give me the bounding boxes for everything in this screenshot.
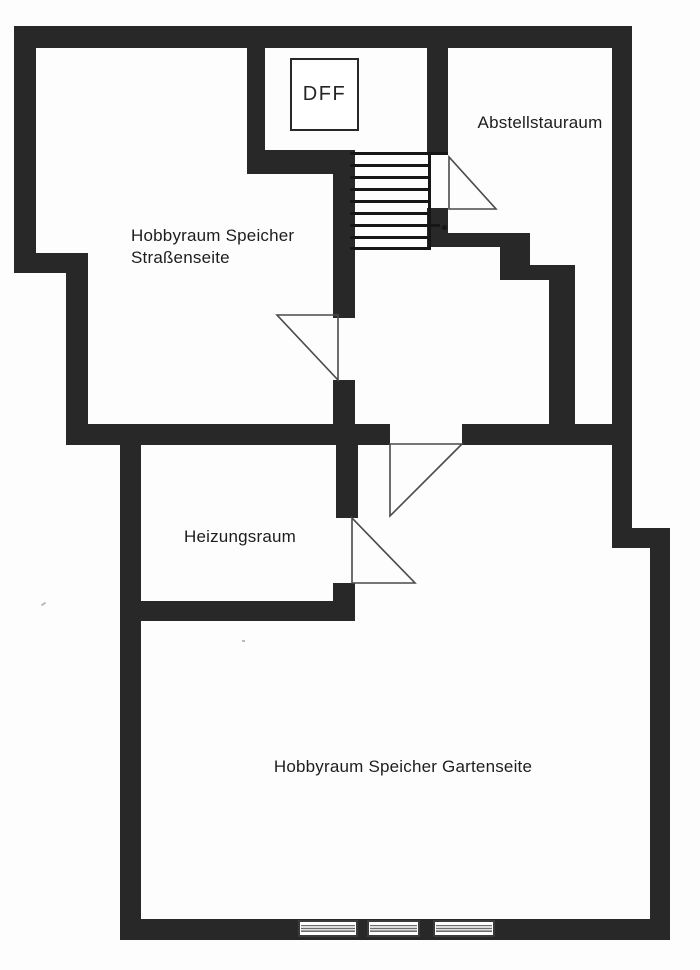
wall-left-lower	[120, 425, 141, 940]
stair-tread	[350, 247, 430, 250]
scan-speck	[242, 640, 245, 642]
wall-divider-right	[462, 424, 615, 445]
door-swing-hobbyraum-strasse-icon	[275, 314, 339, 383]
window	[367, 920, 420, 937]
wall-top	[14, 26, 632, 48]
window	[298, 920, 358, 937]
window-glazing-icon	[370, 925, 417, 932]
wall-step-vertical	[549, 265, 575, 425]
room-label-hobbyraum-garten: Hobbyraum Speicher Gartenseite	[273, 757, 533, 776]
wall-left-upper	[14, 26, 36, 273]
room-label-hobbyraum-strasse: Hobbyraum Speicher Straßenseite	[131, 225, 294, 269]
stair-tread	[350, 176, 430, 179]
wall-central-upper	[333, 150, 355, 318]
room-label-abstellraum: Abstellstauraum	[477, 113, 603, 132]
wall-right-upper	[612, 26, 632, 548]
stair-tread	[350, 236, 430, 239]
door-swing-heizungsraum-icon	[351, 516, 417, 584]
wall-dff-alcove-left	[247, 48, 265, 173]
stair-tread	[350, 152, 448, 155]
wall-central-lower	[336, 445, 358, 518]
wall-divider-left	[66, 424, 390, 445]
wall-heizung-bottom	[120, 601, 355, 621]
stair-door-dot	[442, 225, 447, 230]
wall-right-lower	[650, 528, 670, 940]
wall-left-mid	[66, 253, 88, 445]
wall-stair-right	[427, 48, 448, 152]
wall-central-mid	[333, 380, 355, 425]
room-label-line: Hobbyraum Speicher	[131, 226, 295, 245]
room-label-heizungsraum: Heizungsraum	[183, 527, 296, 546]
stair-tread	[350, 200, 430, 203]
dff-label: DFF	[302, 83, 347, 105]
dff-skylight-box: DFF	[290, 58, 359, 131]
window	[433, 920, 495, 937]
stair-tread	[350, 212, 430, 215]
door-swing-corridor-icon	[389, 443, 464, 518]
stair-edge-line	[428, 152, 431, 250]
room-label-line: Straßenseite	[131, 248, 230, 267]
window-glazing-icon	[301, 925, 355, 932]
stair-tread	[350, 224, 440, 227]
stair-tread	[350, 164, 430, 167]
window-glazing-icon	[436, 925, 492, 932]
wall-step-a	[427, 233, 530, 247]
door-swing-abstellraum-icon	[448, 154, 498, 210]
stair-tread	[350, 188, 430, 191]
